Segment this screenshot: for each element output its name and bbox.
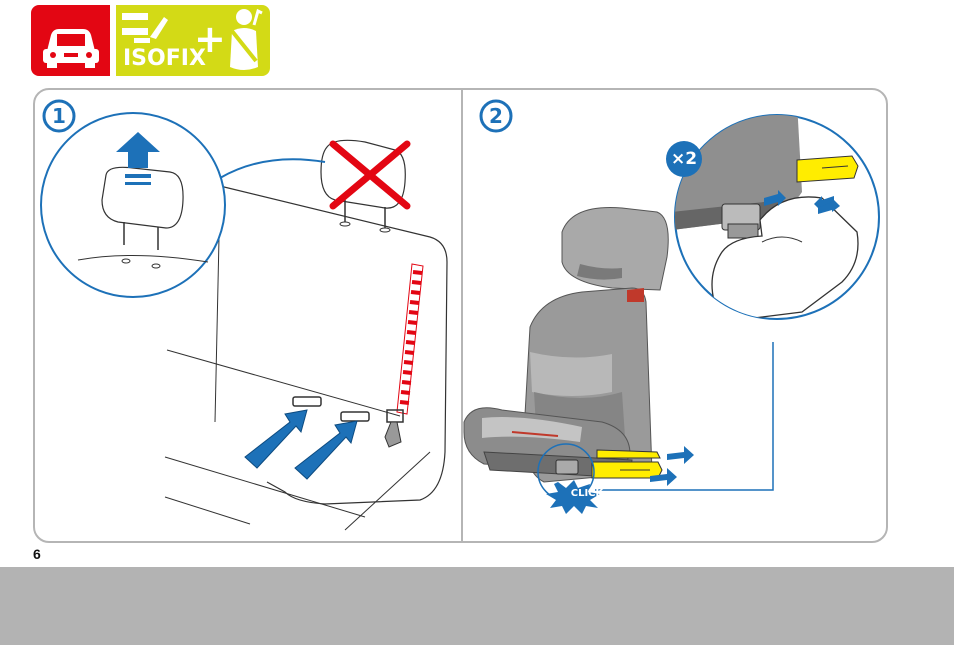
- seat-belt: [385, 264, 423, 447]
- isofix-arm-lower: [592, 450, 662, 478]
- footer-band: [0, 567, 954, 645]
- vehicle-type-badge: [31, 5, 110, 76]
- click-label: CLICK: [562, 488, 612, 499]
- page-number: 6: [33, 546, 41, 562]
- booster-seat: [464, 208, 668, 483]
- isofix-badge: ISOFIX +: [116, 5, 270, 76]
- car-icon: [31, 5, 110, 76]
- seatbelt-person-icon: [224, 5, 264, 76]
- plus-sign: +: [194, 17, 226, 61]
- times-two-label: ×2: [664, 139, 704, 179]
- step-1-number: 1: [42, 99, 76, 133]
- step1-zoom-circle: [38, 110, 228, 300]
